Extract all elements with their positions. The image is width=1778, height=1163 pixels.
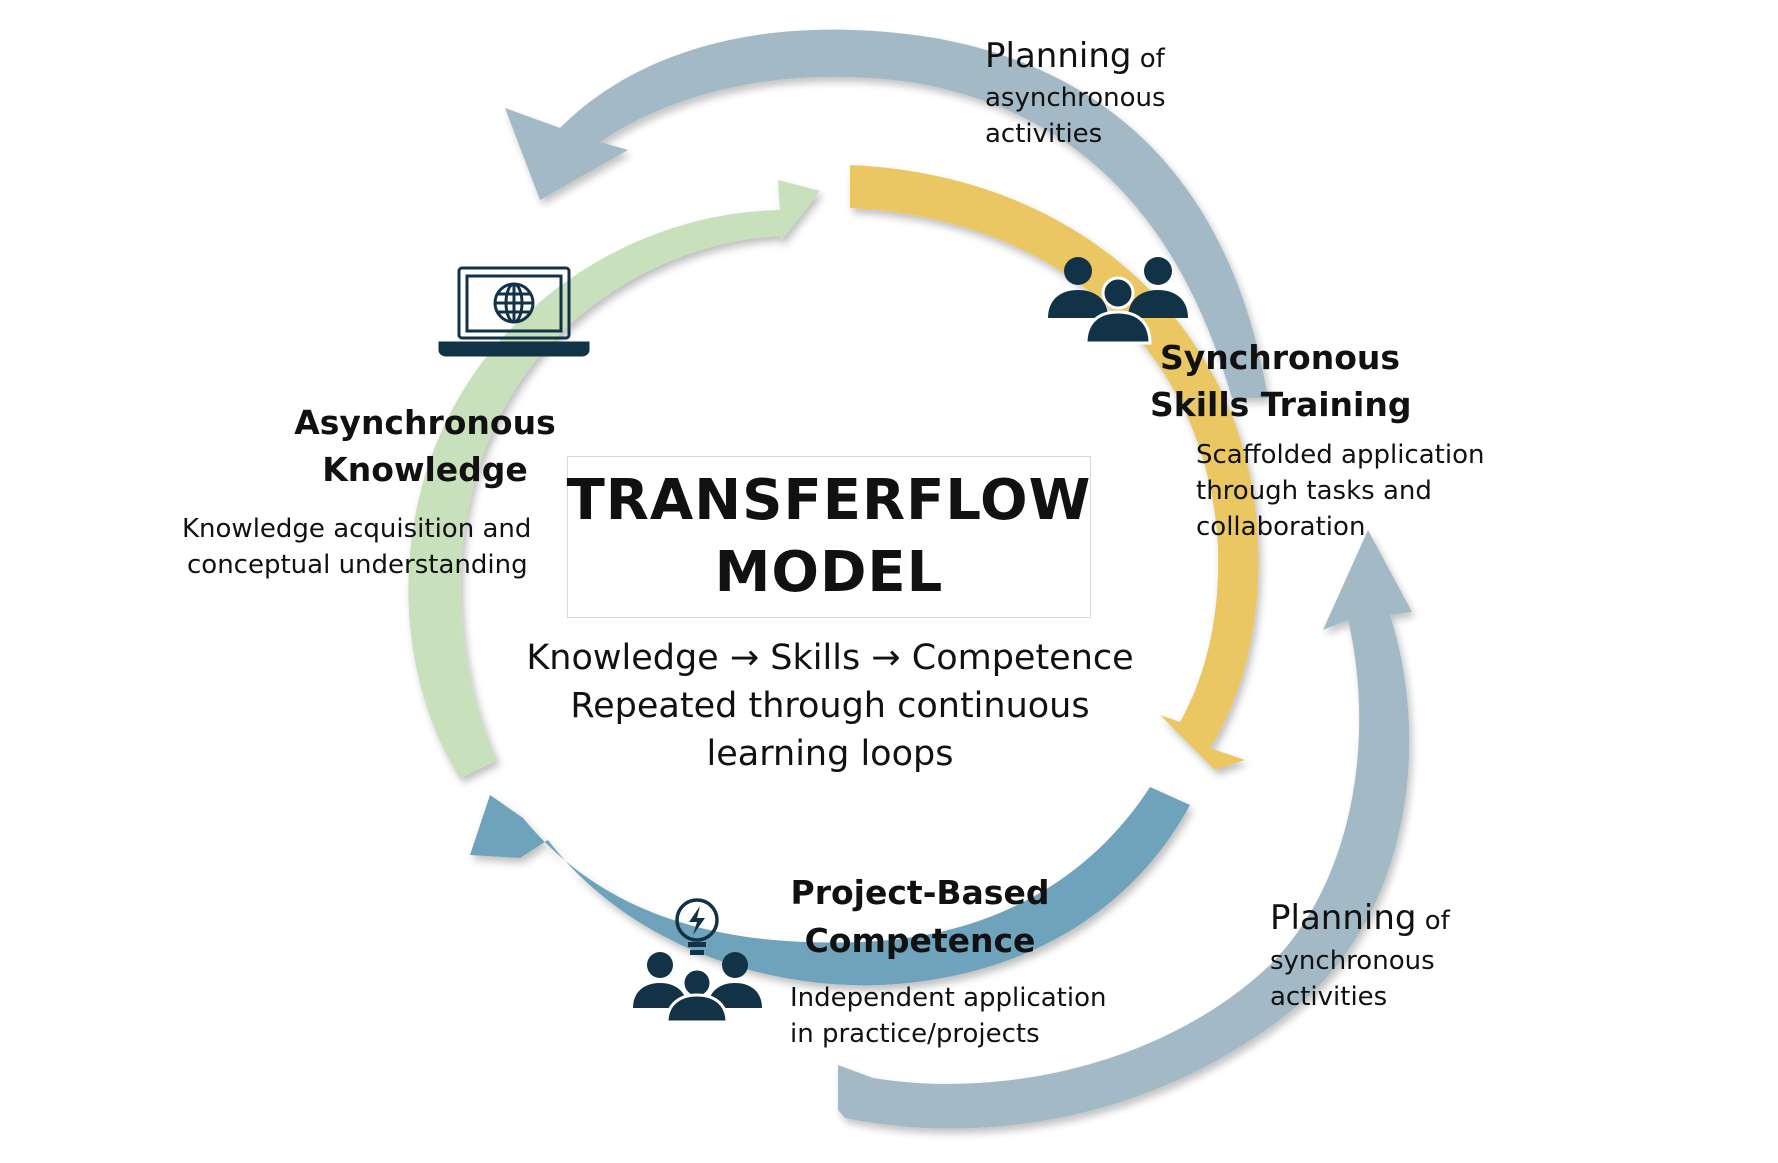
model-title-box: TRANSFERFLOW MODEL [567,456,1091,618]
model-summary-line2: Repeated through continuous [570,686,1090,726]
stage-project-title-line2: Competence [804,921,1036,960]
outer-arrow-top [505,29,1268,398]
planning-async-word: Planning [985,36,1132,76]
planning-async-line1: Planning of [985,38,1165,77]
planning-async-line3: activities [985,119,1103,149]
planning-sync-word: Planning [1270,898,1417,938]
model-title-line2: MODEL [714,540,944,605]
model-summary-line3: learning loops [706,734,954,774]
planning-async-of: of [1139,44,1165,74]
stage-project-desc-line1: Independent application [790,983,1107,1013]
stage-project-title-line1: Project-Based [790,873,1050,912]
model-title-line1: TRANSFERFLOW [566,468,1092,533]
laptop-globe-icon [438,266,590,357]
blue-arrow [470,787,1190,986]
stage-sync-desc-line2: through tasks and [1196,476,1432,506]
stage-async-desc-line1: Knowledge acquisition and [182,514,532,544]
stage-sync-desc-line1: Scaffolded application [1196,440,1485,470]
planning-sync-line1: Planning of [1270,900,1450,939]
stage-project-desc-line2: in practice/projects [790,1019,1040,1049]
stage-sync-title-line1: Synchronous [1159,338,1401,377]
model-summary-line1: Knowledge → Skills → Competence [526,638,1134,678]
model-summary: Knowledge → Skills → Competence Repeated… [480,634,1180,778]
group-icon [1048,257,1188,345]
planning-sync-line3: activities [1270,982,1388,1012]
planning-async-line2: asynchronous [985,83,1166,113]
lightbulb-group-icon [633,898,762,1024]
stage-async-desc-line2: conceptual understanding [187,550,528,580]
planning-sync-of: of [1424,906,1450,936]
planning-sync-line2: synchronous [1270,946,1435,976]
stage-async-title-line2: Knowledge [322,450,528,489]
stage-sync-title-line2: Skills Training [1150,385,1412,424]
stage-async-title-line1: Asynchronous [294,403,556,442]
stage-sync-desc-line3: collaboration [1196,512,1366,542]
outer-arrow-bottom [838,530,1412,1129]
